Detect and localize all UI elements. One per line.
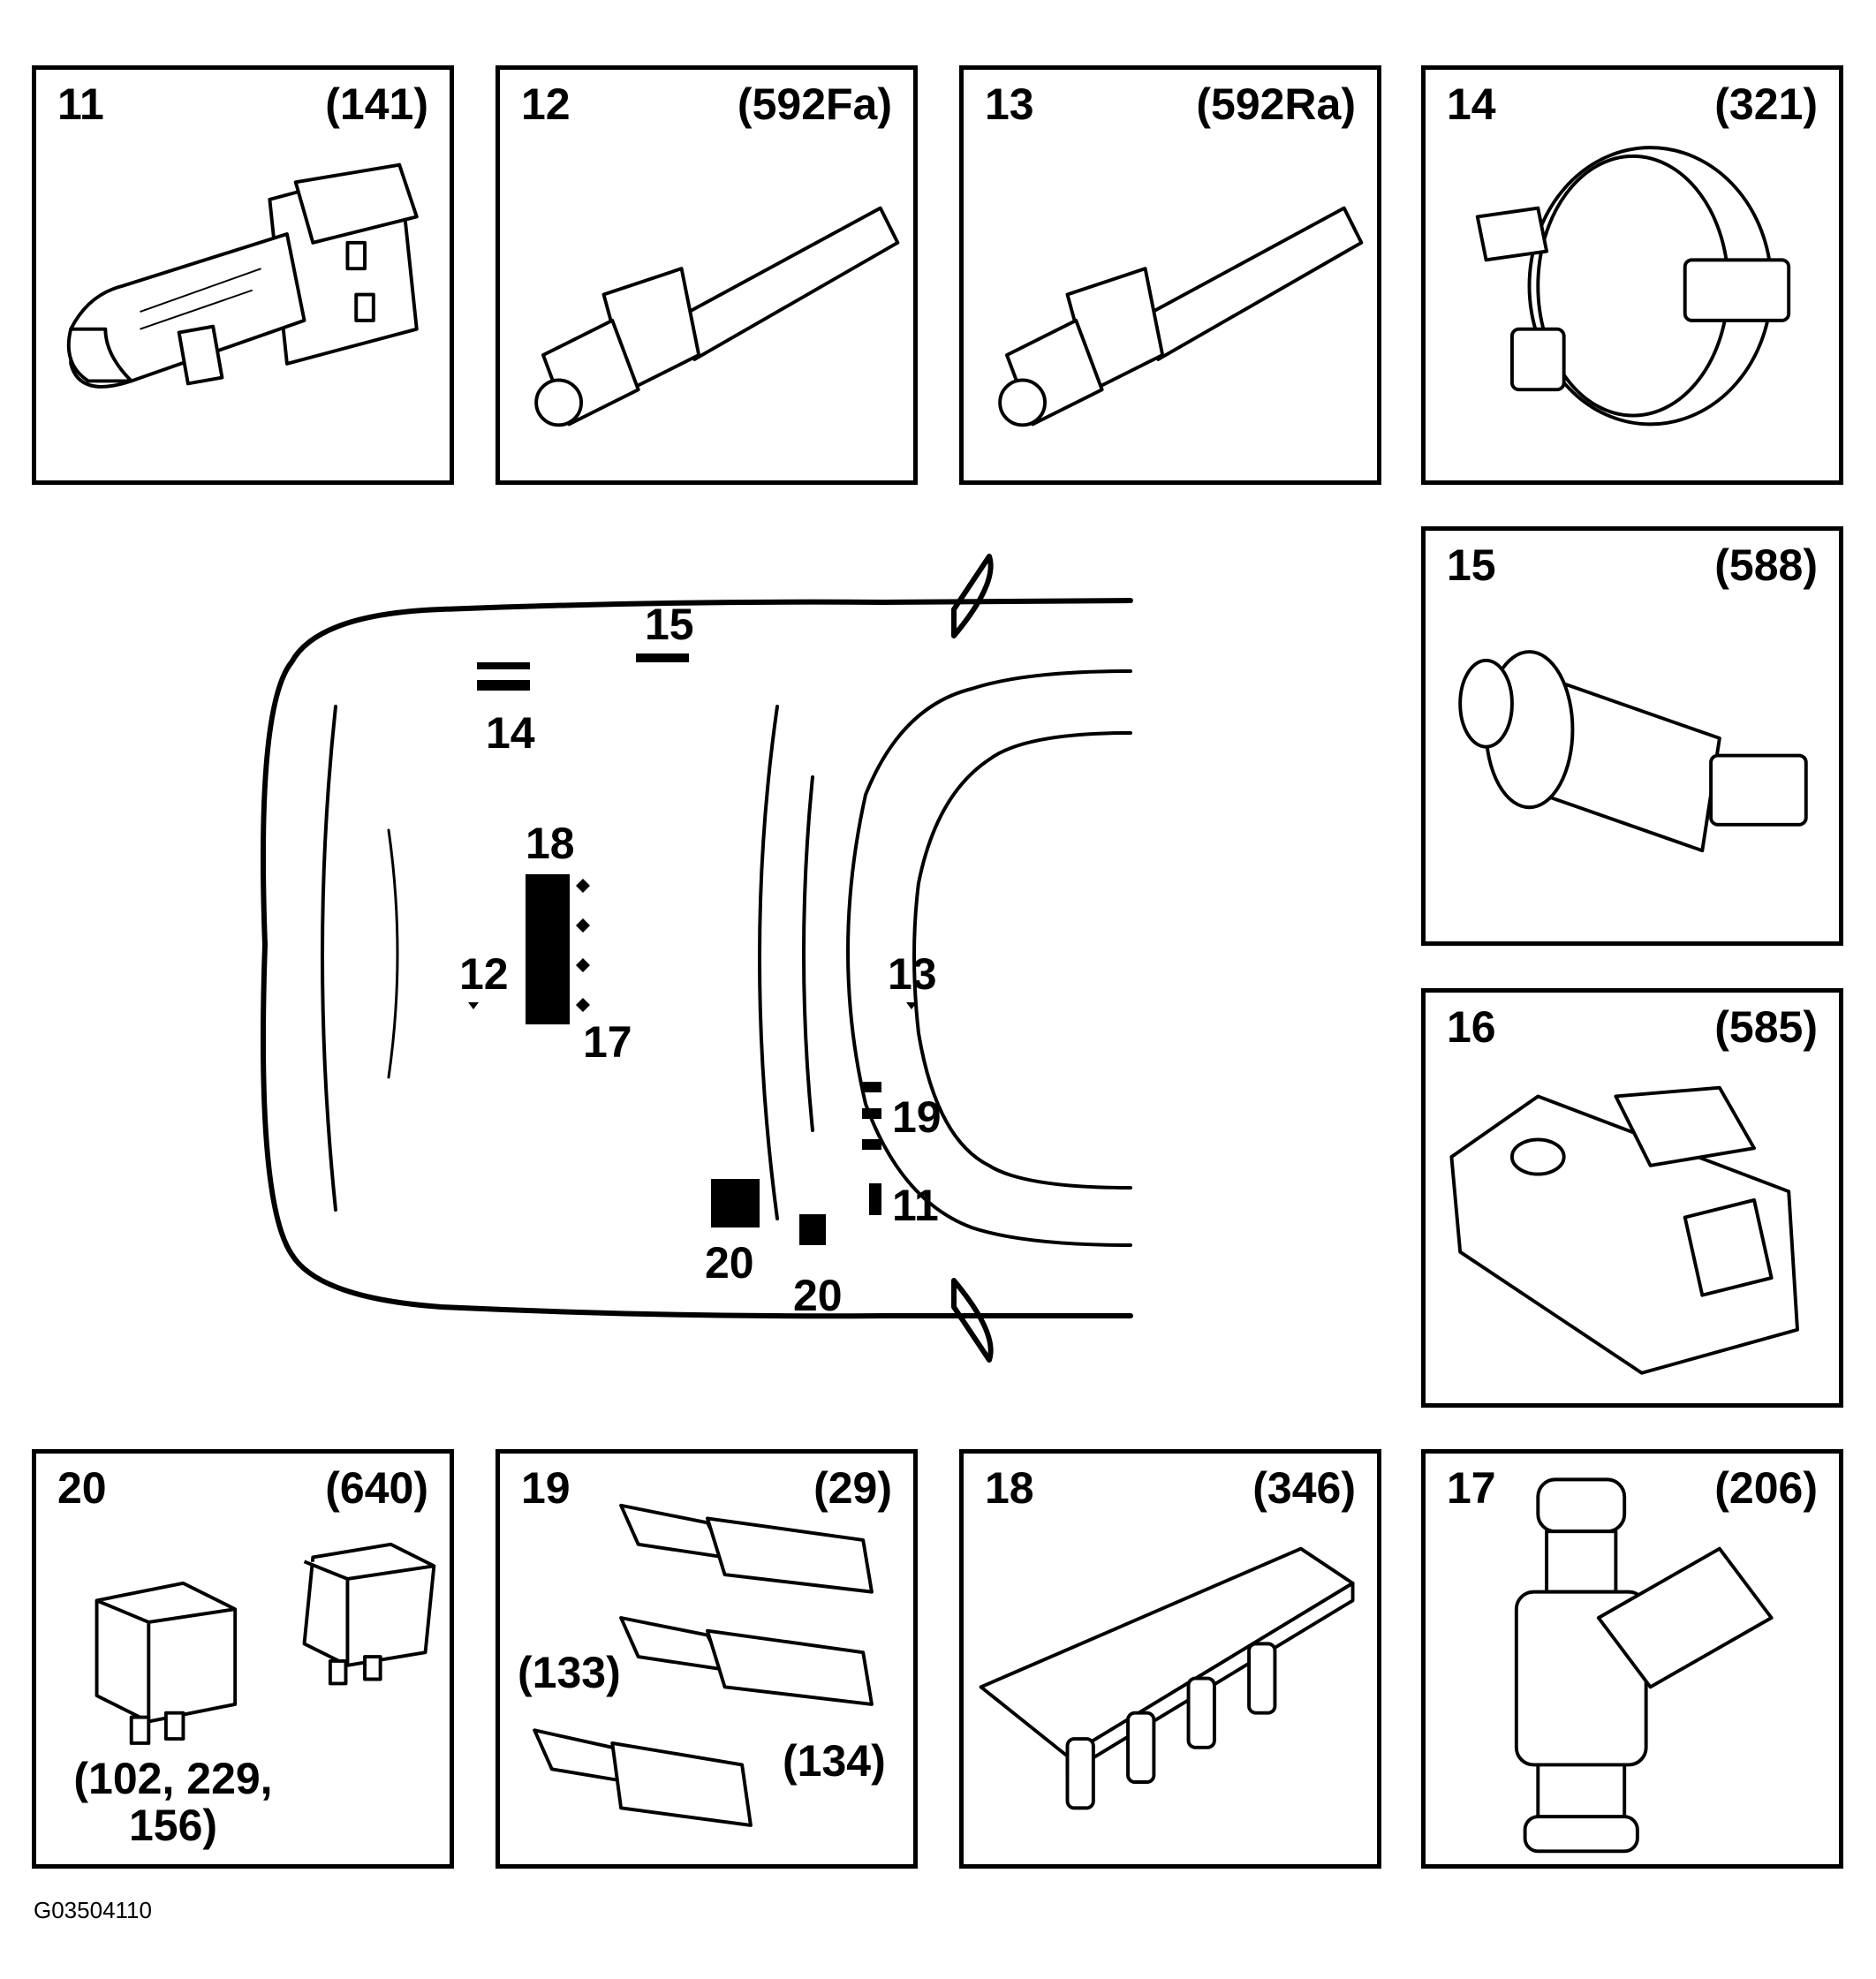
panel-code: (29)	[813, 1463, 892, 1513]
relay-variant-codes: (102, 229, 156)	[73, 1754, 273, 1850]
figure-id: G03504110	[34, 1897, 152, 1923]
panel-code: (592Ra)	[1196, 79, 1356, 129]
callout-15: 15	[645, 600, 694, 649]
callout-20-right: 20	[793, 1271, 843, 1320]
callout-13: 13	[888, 949, 937, 999]
panel-code: (585)	[1714, 1002, 1818, 1052]
relay-illustration	[95, 1542, 436, 1745]
panel-code: (141)	[325, 79, 428, 129]
component-panel-15: 15 (588)	[1421, 526, 1843, 946]
panel-number: 16	[1447, 1002, 1496, 1052]
idle-valve-illustration	[1458, 650, 1808, 853]
panel-code: (206)	[1714, 1463, 1818, 1513]
panel-number: 13	[985, 79, 1034, 129]
panel-number: 11	[57, 79, 104, 129]
panel-number: 18	[985, 1463, 1034, 1513]
panel-code: (588)	[1714, 540, 1818, 590]
sensor-14-illustration	[1475, 146, 1791, 427]
component-panel-11: 11 (141)	[32, 65, 454, 485]
panel-number: 12	[521, 79, 571, 129]
panel-code: (321)	[1714, 79, 1818, 129]
callout-18: 18	[526, 819, 575, 868]
oxygen-sensor-rear-illustration	[998, 206, 1364, 427]
fuel-injector-illustration	[1514, 1477, 1774, 1854]
switch-code-133: (133)	[518, 1648, 621, 1697]
component-panel-12: 12 (592Fa)	[495, 65, 918, 485]
callout-11: 11	[892, 1181, 939, 1230]
component-panel-14: 14 (321)	[1421, 65, 1843, 485]
stalk-switch-illustration	[66, 162, 419, 389]
component-panel-16: 16 (585)	[1421, 988, 1843, 1408]
panel-number: 17	[1447, 1463, 1496, 1513]
component-panel-19: 19 (29) (133) (134)	[495, 1449, 918, 1869]
vehicle-outline	[261, 554, 1133, 1363]
component-panel-13: 13 (592Ra)	[959, 65, 1381, 485]
component-panel-18: 18 (346)	[959, 1449, 1381, 1869]
callout-19: 19	[892, 1092, 942, 1142]
vehicle-top-view: 15 14 18 12 17 13 19 11 20 20	[177, 530, 1148, 1386]
component-panel-17: 17 (206)	[1421, 1449, 1843, 1869]
panel-number: 20	[57, 1463, 107, 1513]
panel-number: 14	[1447, 79, 1496, 129]
component-panel-20: 20 (640) (102, 229, 156)	[32, 1449, 454, 1869]
panel-number: 19	[521, 1463, 571, 1513]
panel-code: (592Fa)	[737, 79, 892, 129]
switch-code-134: (134)	[783, 1736, 886, 1786]
panel-number: 15	[1447, 540, 1496, 590]
callout-20-left: 20	[705, 1238, 754, 1288]
map-sensor-illustration	[1449, 1085, 1799, 1375]
callout-12: 12	[459, 949, 509, 999]
callout-14: 14	[486, 708, 535, 758]
pedal-switches-illustration	[533, 1503, 874, 1827]
callout-17: 17	[583, 1017, 632, 1067]
panel-code: (346)	[1252, 1463, 1356, 1513]
oxygen-sensor-front-illustration	[534, 206, 900, 427]
panel-code: (640)	[325, 1463, 428, 1513]
fuel-rail-illustration	[979, 1546, 1355, 1810]
